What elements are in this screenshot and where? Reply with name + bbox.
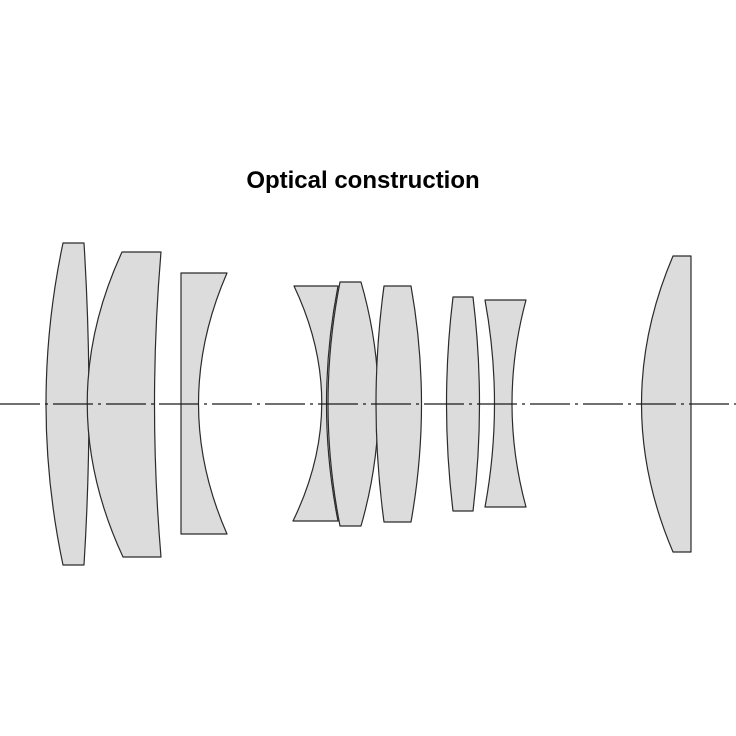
diagram-title: Optical construction xyxy=(246,167,480,194)
lens-element-3 xyxy=(180,272,228,535)
lens-element-4 xyxy=(292,285,339,522)
